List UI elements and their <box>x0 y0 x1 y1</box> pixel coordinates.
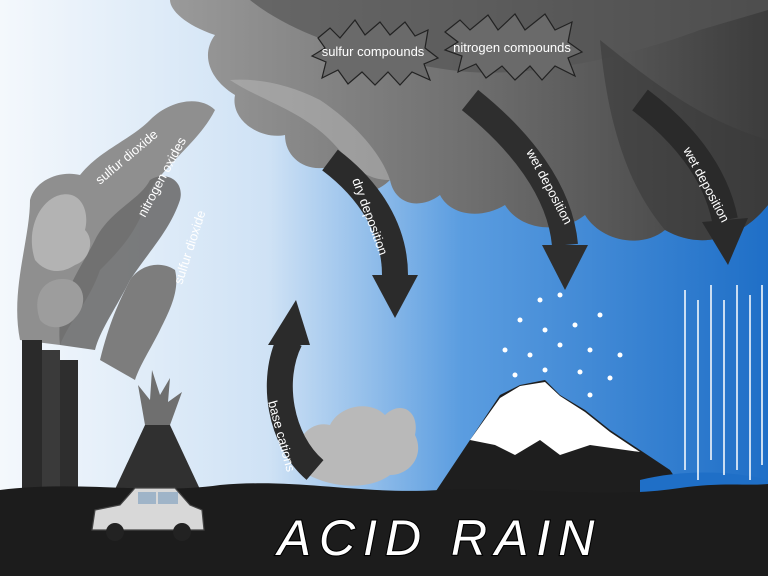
nitrogen-compounds-burst <box>443 13 584 81</box>
volcano <box>110 370 205 500</box>
base-cations-puff <box>297 406 419 486</box>
wet-deposition-droplets <box>502 292 623 398</box>
base-cations-arrow <box>266 300 324 480</box>
smokestacks <box>22 340 78 500</box>
label-sulfur-compounds: sulfur compounds <box>322 44 425 59</box>
wet-deposition-arrow-2 <box>632 89 748 265</box>
mountains <box>430 380 690 500</box>
car <box>91 487 205 541</box>
wet-deposition-arrow-1 <box>461 89 588 290</box>
emission-plumes <box>17 101 216 380</box>
rain-streaks <box>684 285 763 480</box>
page-title: ACID RAIN <box>275 510 603 566</box>
label-nitrogen-compounds: nitrogen compounds <box>453 40 571 55</box>
sulfur-compounds-burst <box>310 18 440 86</box>
dry-deposition-arrow <box>322 149 418 318</box>
